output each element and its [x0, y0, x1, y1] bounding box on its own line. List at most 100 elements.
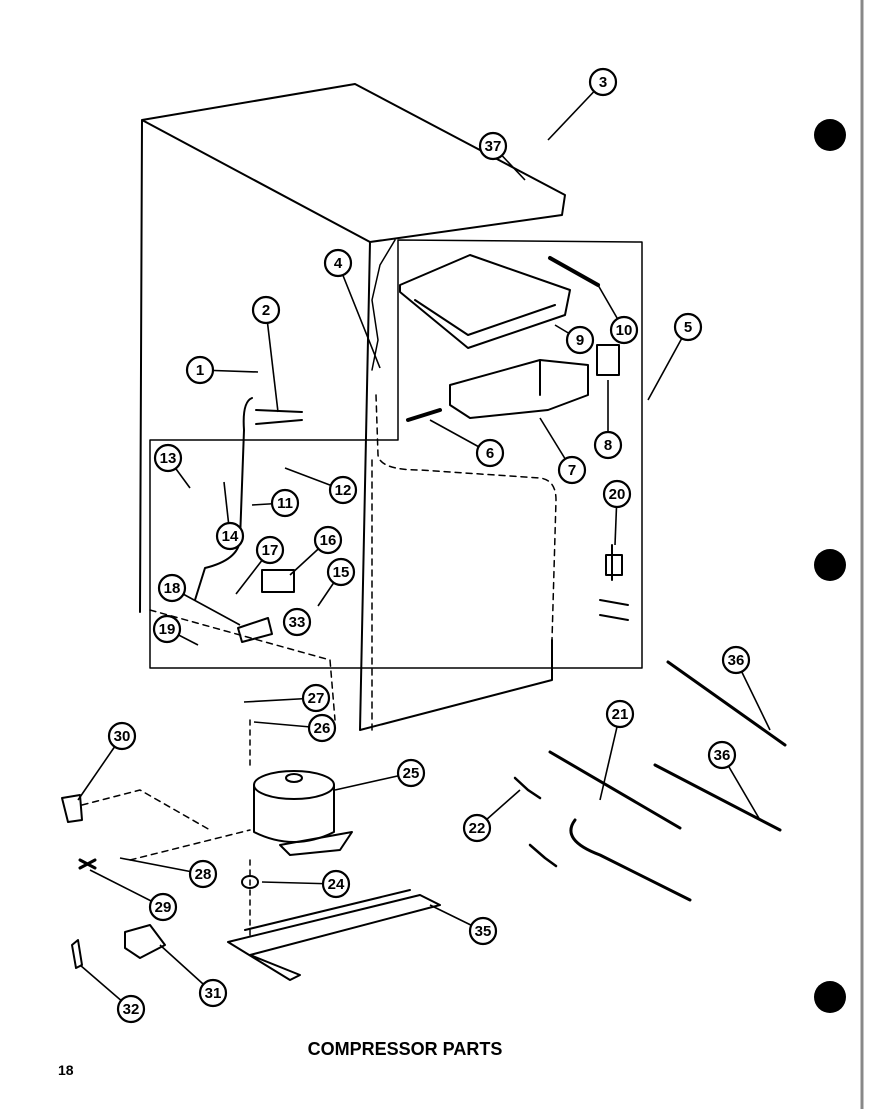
callout-17: 17 [235, 535, 285, 595]
compressor-port [285, 773, 303, 783]
callout-number: 30 [114, 728, 131, 745]
callout-circle [605, 699, 635, 729]
callout-circle [148, 892, 178, 922]
callout-1: 1 [185, 355, 259, 385]
callout-11: 11 [251, 488, 300, 518]
callout-6: 6 [429, 419, 505, 468]
overload-protector [61, 794, 83, 823]
harness-dashed-line [375, 394, 557, 641]
callout-number: 27 [308, 690, 325, 707]
binder-hole-bottom [814, 981, 846, 1013]
callout-13: 13 [153, 443, 191, 489]
callout-3: 3 [547, 67, 618, 141]
fastener [78, 858, 97, 870]
lower-dashed-line [149, 459, 373, 731]
callout-circle [609, 315, 639, 345]
callout-32: 32 [79, 964, 146, 1024]
callout-number: 1 [196, 362, 204, 379]
callout-circle [313, 525, 343, 555]
callout-number: 3 [599, 74, 607, 91]
callout-number: 21 [612, 706, 629, 723]
callout-circle [301, 683, 331, 713]
callout-circle [323, 248, 353, 278]
callout-number: 15 [333, 564, 350, 581]
callout-leader [337, 262, 381, 369]
callout-14: 14 [215, 481, 245, 551]
callout-circle [152, 614, 182, 644]
callout-28: 28 [119, 857, 218, 889]
compressor-base [279, 831, 353, 856]
callout-7: 7 [539, 417, 587, 485]
callout-2: 2 [251, 295, 281, 413]
callout-number: 13 [160, 450, 177, 467]
callout-number: 26 [314, 720, 331, 737]
callout-leader [265, 309, 279, 413]
clip-22-upper [513, 776, 542, 800]
callout-37: 37 [478, 131, 526, 181]
ice-bin [399, 254, 571, 349]
shield-panel [596, 344, 620, 376]
callout-circle [185, 355, 215, 385]
compressor-top [253, 770, 335, 800]
callout-circle [116, 994, 146, 1024]
compressor-body [253, 784, 335, 843]
callout-number: 25 [403, 765, 420, 782]
callout-number: 8 [604, 437, 612, 454]
grommet [241, 875, 259, 889]
callout-circle [270, 488, 300, 518]
callout-number: 9 [576, 332, 584, 349]
callout-8: 8 [593, 380, 623, 460]
callout-circle [593, 430, 623, 460]
callout-circle [565, 325, 595, 355]
callout-18: 18 [157, 573, 241, 626]
refrigerator-cabinet [139, 83, 566, 731]
binder-hole-top [814, 119, 846, 151]
callout-circle [588, 67, 618, 97]
callout-number: 19 [159, 621, 176, 638]
callout-30: 30 [77, 721, 137, 801]
callout-number: 32 [123, 1001, 140, 1018]
callout-26: 26 [253, 713, 337, 743]
callout-number: 7 [568, 462, 576, 479]
callout-circle [157, 573, 187, 603]
callout-circle [255, 535, 285, 565]
relay-cover [124, 924, 166, 959]
callout-number: 24 [328, 876, 345, 893]
icemaker-unit [449, 359, 589, 419]
callout-circle [321, 869, 351, 899]
harness-36-lower [653, 763, 782, 832]
callout-10: 10 [597, 284, 639, 345]
callout-circle [721, 645, 751, 675]
water-tube [194, 397, 253, 601]
callout-number: 14 [222, 528, 239, 545]
callout-circle [307, 713, 337, 743]
callout-circle [326, 557, 356, 587]
callout-circle [557, 455, 587, 485]
callout-number: 17 [262, 542, 279, 559]
compressor-base-rail [227, 889, 441, 981]
callout-circle [251, 295, 281, 325]
callout-9: 9 [554, 324, 595, 355]
callout-circle [673, 312, 703, 342]
callout-number: 31 [205, 985, 222, 1002]
callout-27: 27 [243, 683, 331, 713]
callout-number: 28 [195, 866, 212, 883]
callout-circle [282, 607, 312, 637]
callout-number: 29 [155, 899, 172, 916]
callout-circle [468, 916, 498, 946]
callout-number: 33 [289, 614, 306, 631]
callout-circle [188, 859, 218, 889]
callout-29: 29 [89, 869, 178, 922]
harness-36-upper [666, 660, 787, 747]
callout-circle [328, 475, 358, 505]
diagram-caption: COMPRESSOR PARTS [308, 1039, 503, 1059]
callout-number: 36 [714, 747, 731, 764]
callout-number: 4 [334, 255, 343, 272]
callout-16: 16 [289, 525, 343, 576]
callout-circle [475, 438, 505, 468]
inlet-fitting [255, 409, 303, 425]
callout-19: 19 [152, 614, 199, 646]
clip-22-lower [528, 843, 558, 868]
callout-number: 11 [277, 495, 293, 512]
